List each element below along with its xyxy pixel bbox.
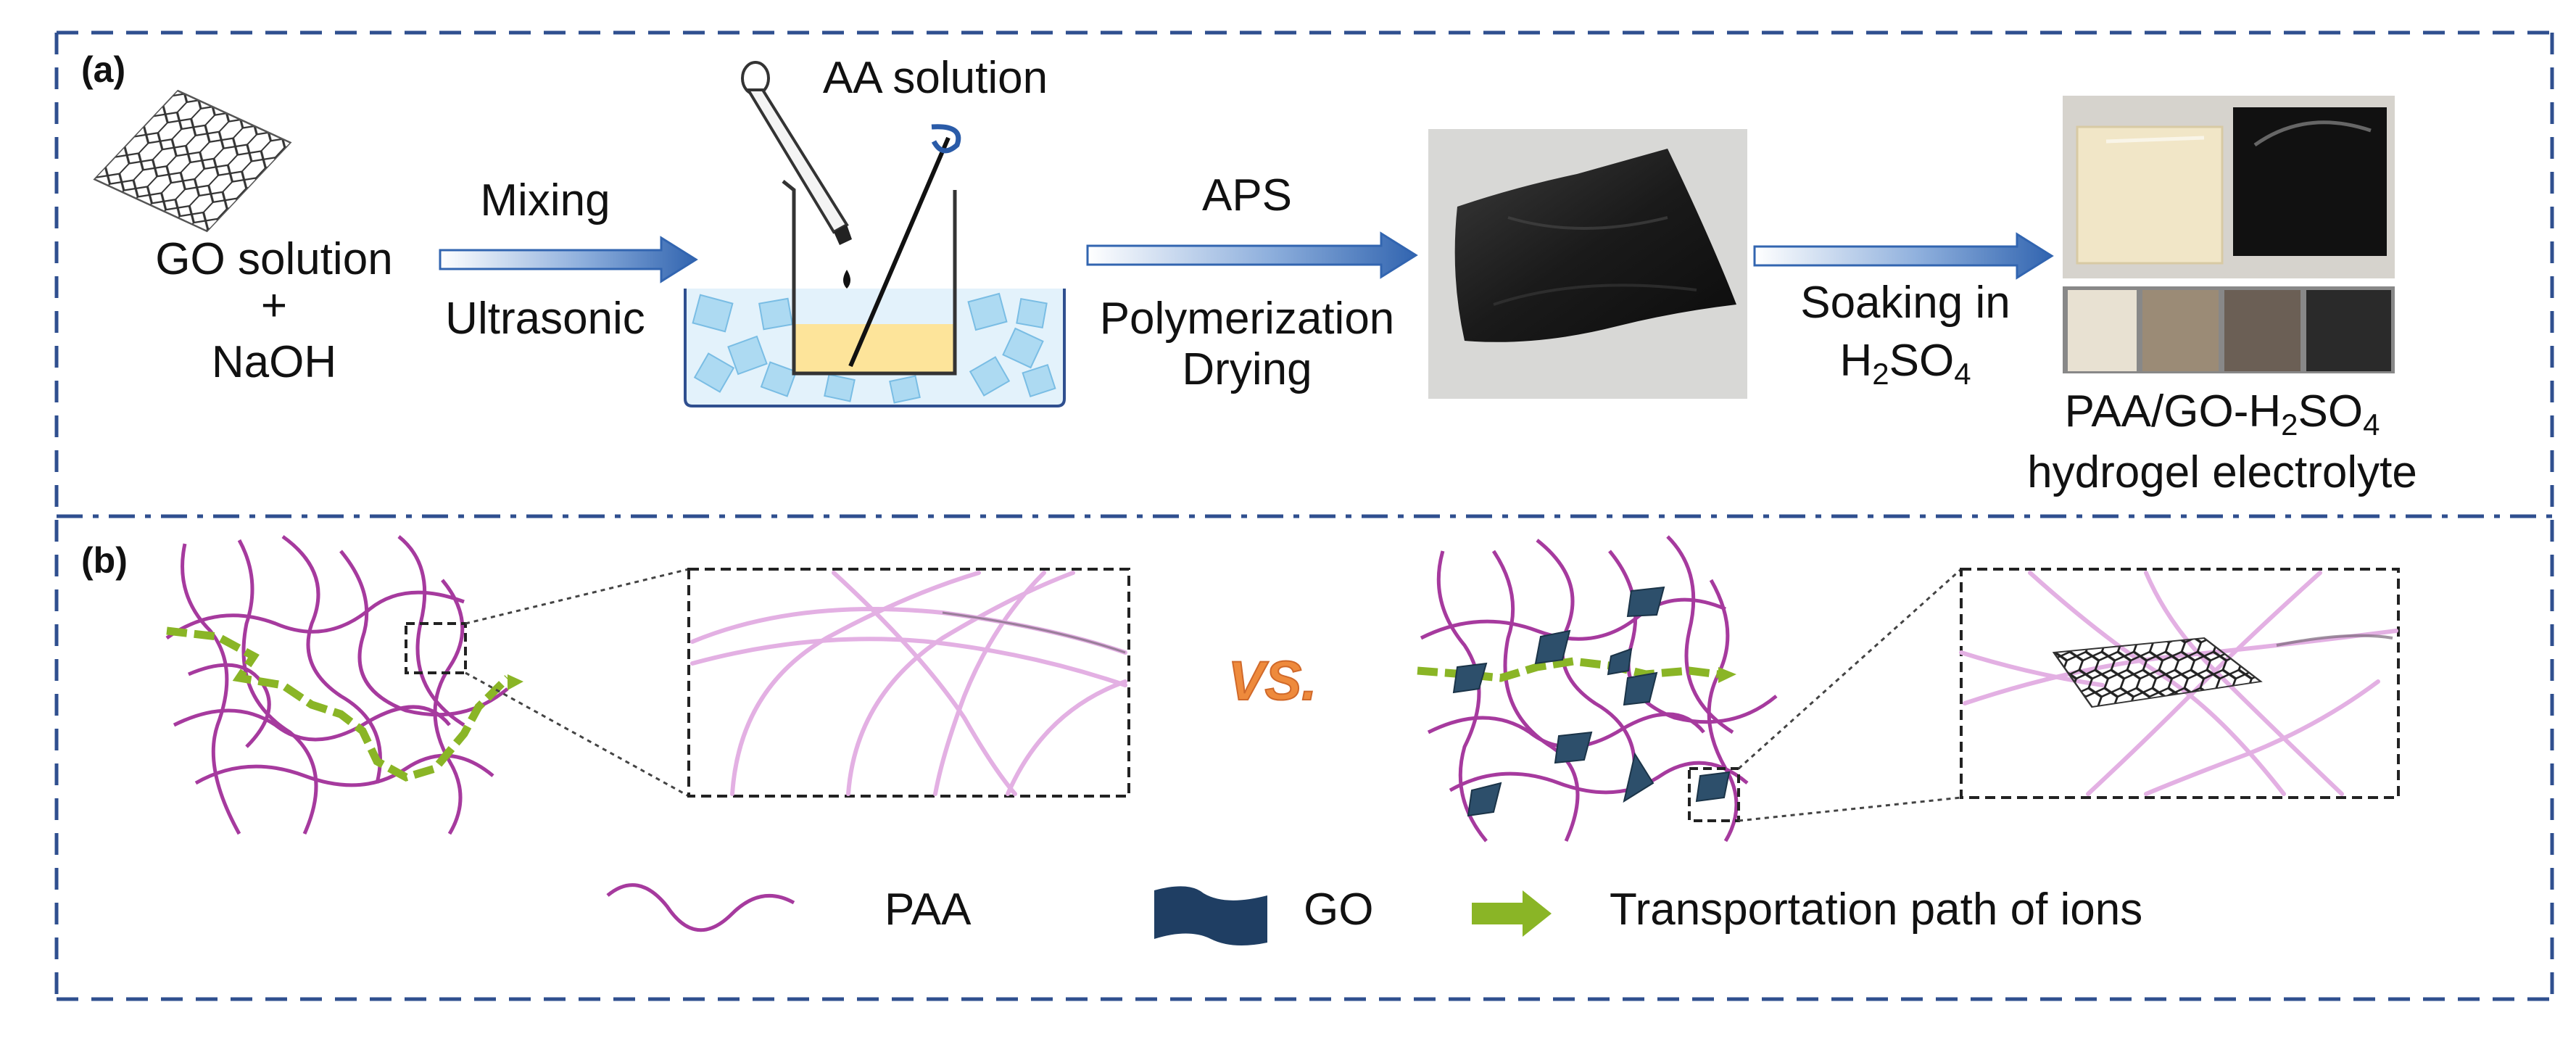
arrow-mixing — [439, 236, 698, 283]
go-solution-label: GO solution — [155, 234, 392, 284]
panel-a-label: (a) — [81, 49, 125, 90]
aa-solution-label: AA solution — [823, 53, 1048, 103]
hydrogel-product-photo-top — [2063, 96, 2395, 278]
zoom-box-right — [1688, 767, 1740, 822]
legend: PAA GO Transportation path of ions — [606, 883, 2142, 945]
graphene-sheet-inset-icon — [2052, 637, 2263, 708]
ion-arrowhead-left — [508, 674, 523, 690]
paa-network-left — [165, 534, 509, 835]
legend-paa-swatch — [606, 883, 795, 932]
h2so4-label: H2SO4 — [1839, 336, 1971, 391]
beaker-icon — [782, 180, 957, 376]
ultrasonic-label: Ultrasonic — [445, 294, 645, 344]
naoh-label: NaOH — [212, 337, 336, 387]
legend-ion-path-swatch — [1472, 890, 1552, 937]
panel-a: (a) GO solution + NaOH Mixing Ultrasonic — [81, 49, 2417, 497]
dried-hydrogel-photo — [1428, 129, 1747, 399]
product-label-line1: PAA/GO-H2SO4 — [2065, 386, 2380, 442]
graphene-sheet-icon — [93, 89, 292, 233]
legend-go-swatch — [1154, 886, 1267, 945]
panel-b-label: (b) — [81, 540, 128, 581]
soaking-label: Soaking in — [1800, 278, 2010, 328]
panel-b: (b) — [81, 534, 2400, 945]
ion-path-left — [166, 626, 510, 782]
vs-label: VS. — [1228, 650, 1317, 712]
arrow-polymerization — [1086, 231, 1418, 279]
drying-label: Drying — [1182, 344, 1312, 394]
legend-go-label: GO — [1304, 885, 1373, 935]
ion-arrowhead-right — [1718, 667, 1736, 683]
zoom-box-left — [405, 622, 467, 674]
go-flakes — [1452, 586, 1731, 817]
legend-path-label: Transportation path of ions — [1610, 885, 2142, 935]
dropper-icon — [741, 61, 852, 289]
hydrogel-product-photo-bottom — [2063, 286, 2395, 373]
arrow-soaking — [1753, 232, 2054, 280]
figure-frame — [54, 30, 2554, 1001]
legend-paa-label: PAA — [885, 885, 972, 935]
plus-sign: + — [261, 281, 287, 331]
aps-label: APS — [1202, 170, 1292, 220]
polymerization-label: Polymerization — [1100, 294, 1395, 344]
mixing-label: Mixing — [480, 175, 610, 225]
product-label-line2: hydrogel electrolyte — [2027, 447, 2417, 497]
stirrer-icon — [848, 124, 961, 368]
zoom-inset-left — [687, 568, 1130, 798]
zoom-inset-right — [1959, 568, 2400, 799]
